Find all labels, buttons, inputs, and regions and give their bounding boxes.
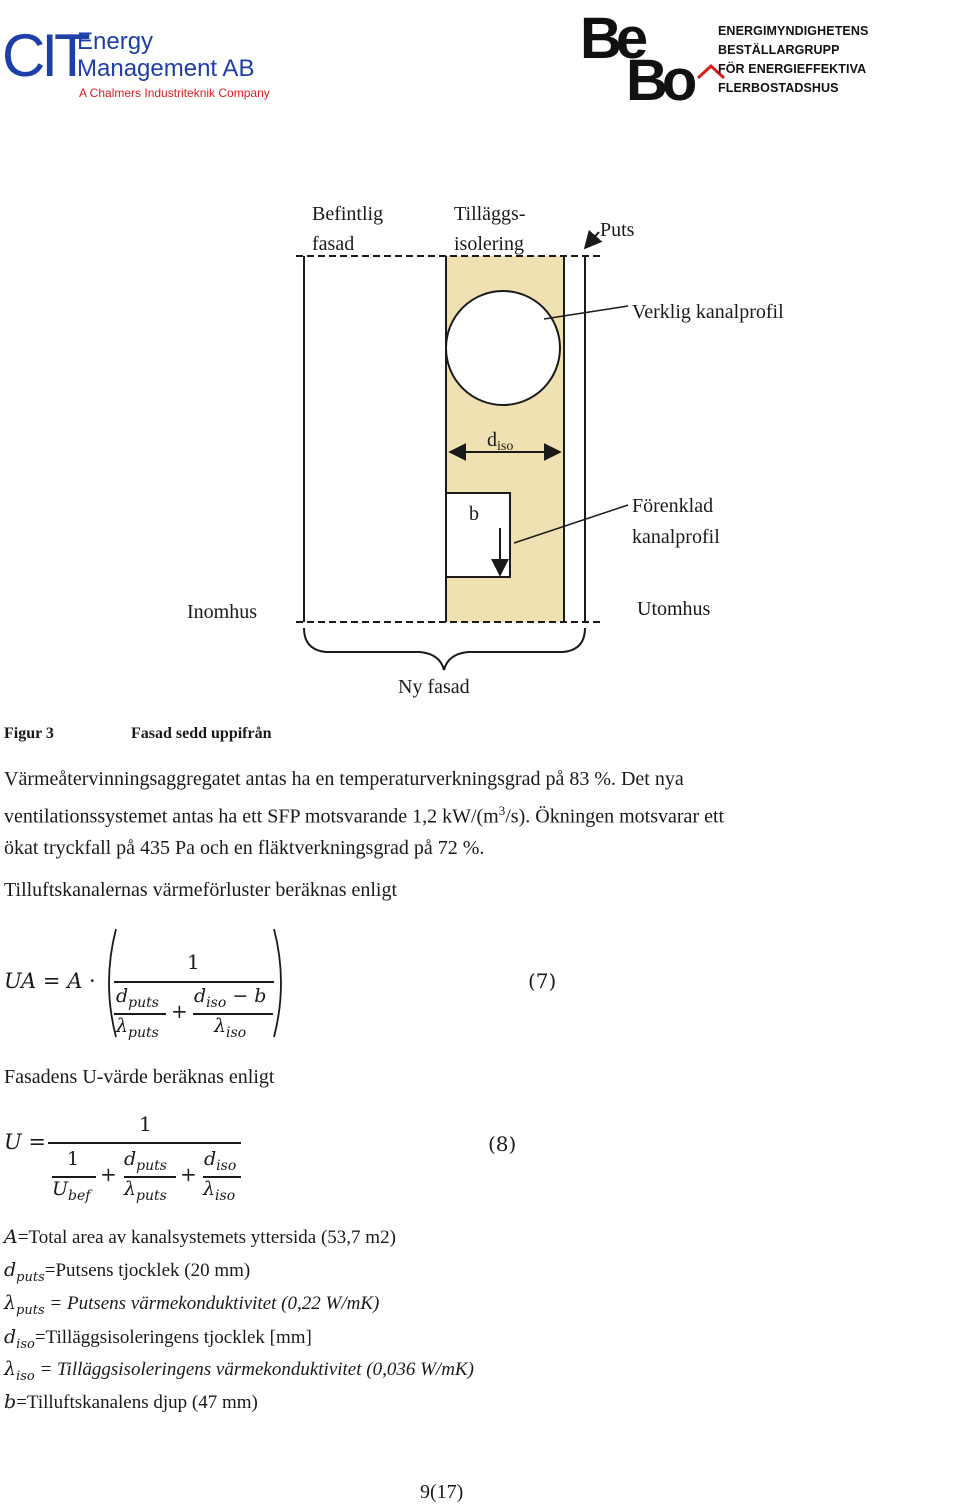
real-duct-circle: [445, 290, 561, 406]
indoors-label: Inomhus: [187, 601, 257, 623]
render-leader-arrow: [583, 229, 603, 250]
bebo-logo: Be Bo: [580, 6, 726, 105]
facade-section-diagram: diso b Befintlig fasad Tilläggs- isoleri…: [187, 203, 784, 698]
bebo-organisation-name: ENERGIMYNDIGHETENS BESTÄLLARGRUPP FÖR EN…: [718, 22, 960, 98]
simplified-duct-label-1: Förenklad: [632, 495, 713, 517]
equation-7: UA = A · 1 dputs λputs + diso − b λiso (…: [0, 925, 600, 1045]
b-label: b: [469, 503, 479, 525]
bebo-roof-icon: [696, 63, 726, 80]
bebo-logo-mark: Be: [580, 6, 647, 71]
new-facade-label: Ny fasad: [398, 676, 470, 698]
simplified-duct-label-2: kanalprofil: [632, 526, 720, 548]
equation-8: U = 1 1 Ubef + dputs λputs + diso λiso (…: [4, 1112, 517, 1204]
paragraph-u-value-intro: Fasadens U-värde beräknas enligt: [4, 1066, 275, 1088]
paragraph-line: Värmeåtervinningsaggregatet antas ha en …: [4, 768, 684, 790]
definition-A: A=Total area av kanalsystemets yttersida…: [4, 1226, 396, 1248]
cit-energy-management-logo: CIT Energy Management AB A Chalmers Indu…: [2, 22, 270, 100]
existing-facade-label-2: fasad: [312, 233, 354, 255]
cit-logo-mark: CIT: [2, 22, 90, 89]
insulation-label-1: Tilläggs-: [454, 203, 526, 225]
definition-b: b=Tilluftskanalens djup (47 mm): [4, 1391, 258, 1413]
bebo-org-line1: ENERGIMYNDIGHETENS BESTÄLLARGRUPP: [718, 24, 869, 57]
equation-7-number: (7): [528, 969, 557, 993]
page-number: 9(17): [420, 1481, 464, 1503]
paragraph-duct-loss-intro: Tilluftskanalernas värmeförluster beräkn…: [4, 879, 398, 901]
simplified-duct-leader: [513, 504, 629, 544]
existing-facade-label-1: Befintlig: [312, 203, 383, 225]
definition-d-iso: diso=Tilläggsisoleringens tjocklek [mm]: [4, 1326, 312, 1352]
paragraph-line: ventilationssystemet antas ha ett SFP mo…: [4, 803, 725, 828]
paragraph-line: ökat tryckfall på 435 Pa och en fläktver…: [4, 836, 485, 859]
figure-caption-text: Fasad sedd uppifrån: [131, 725, 272, 742]
cit-logo-line2: Management AB: [77, 55, 254, 82]
equation-7-parens: [108, 928, 282, 1038]
real-duct-label: Verklig kanalprofil: [632, 301, 784, 323]
real-duct-leader: [543, 305, 629, 320]
cit-logo-line1: Energy: [77, 28, 153, 55]
definition-lambda-iso: λiso = Tilläggsisoleringens värmekondukt…: [4, 1358, 474, 1384]
insulation-label-2: isolering: [454, 233, 524, 255]
definition-d-puts: dputs=Putsens tjocklek (20 mm): [4, 1259, 251, 1285]
outdoors-label: Utomhus: [637, 598, 711, 620]
d-iso-label: diso: [487, 429, 513, 454]
svg-text:Bo: Bo: [626, 48, 696, 105]
render-label: Puts: [600, 219, 635, 241]
new-facade-brace: [303, 627, 586, 671]
paragraph-ventilation: Värmeåtervinningsaggregatet antas ha en …: [4, 764, 934, 864]
equation-8-number: (8): [488, 1132, 517, 1156]
bebo-org-line2: FÖR ENERGIEFFEKTIVA FLERBOSTADSHUS: [718, 62, 866, 95]
definition-lambda-puts: λputs = Putsens värmekonduktivitet (0,22…: [4, 1292, 380, 1318]
cit-logo-tagline: A Chalmers Industriteknik Company: [79, 86, 270, 100]
figure-caption-number: Figur 3: [4, 725, 54, 742]
